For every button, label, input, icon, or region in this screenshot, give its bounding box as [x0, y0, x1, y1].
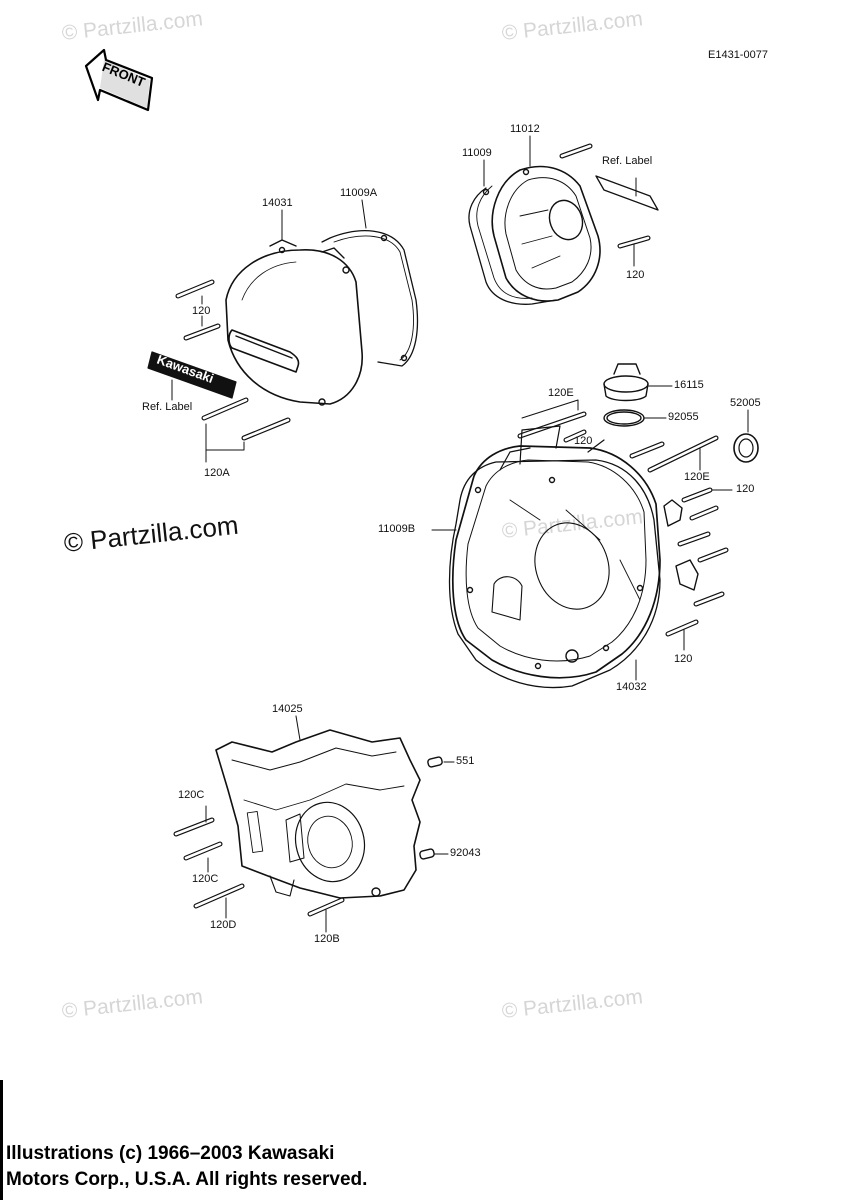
part-label-551: 551 [456, 755, 475, 767]
bolt [193, 883, 245, 909]
part-label-11012: 11012 [510, 123, 540, 135]
part-label-120C: 120C [178, 789, 205, 801]
bolt [693, 591, 725, 607]
gasket-11009 [468, 185, 557, 305]
oil-seal-52005 [733, 409, 759, 463]
part-label-92055: 92055 [668, 411, 699, 423]
kawasaki-emblem: Kawasaki [147, 351, 237, 399]
part-label-120E: 120E [684, 471, 710, 483]
sprocket-cover-14025 [215, 729, 421, 899]
bolt [563, 429, 587, 443]
bolt [517, 411, 587, 439]
bolt [307, 897, 345, 917]
part-label-120E: 120E [548, 387, 574, 399]
part-label-92043: 92043 [450, 847, 481, 859]
ref-label-left: Ref. Label [142, 401, 193, 413]
cover-14031 [225, 239, 363, 406]
copyright-line-2: Motors Corp., U.S.A. All rights reserved… [6, 1169, 368, 1190]
cover-11012 [491, 165, 601, 302]
bolt [677, 531, 711, 547]
gasket-11009B [448, 459, 661, 689]
part-label-11009: 11009 [462, 147, 492, 159]
gasket-11009A [321, 230, 419, 367]
part-label-11009B: 11009B [378, 523, 416, 535]
front-arrow-icon: FRONT [84, 48, 154, 112]
clamp [663, 499, 699, 591]
part-label-120C: 120C [192, 873, 219, 885]
bolt [665, 619, 699, 637]
part-label-120: 120 [192, 305, 211, 317]
bolt [689, 505, 719, 521]
part-label-120D: 120D [210, 919, 237, 931]
part-label-16115: 16115 [674, 379, 704, 391]
bolt [629, 441, 665, 459]
bolt [183, 841, 223, 861]
part-label-120: 120 [574, 435, 593, 447]
ref-label-top: Ref. Label [602, 155, 653, 167]
bolt [183, 323, 221, 341]
o-ring-92055 [603, 409, 667, 427]
part-label-14025: 14025 [272, 703, 303, 715]
bolt [617, 235, 651, 249]
part-label-120B: 120B [314, 933, 340, 945]
footer-rule [0, 1080, 3, 1200]
dowel-pin [427, 756, 443, 768]
part-label-120: 120 [626, 269, 645, 281]
part-label-14032: 14032 [616, 681, 647, 693]
bolt [681, 487, 713, 503]
part-label-120: 120 [736, 483, 755, 495]
bolt [173, 817, 215, 837]
dowel-pin [419, 848, 435, 860]
bolt [647, 435, 719, 473]
copyright-line-1: Illustrations (c) 1966–2003 Kawasaki [6, 1143, 335, 1164]
part-label-120: 120 [674, 653, 693, 665]
part-label-11009A: 11009A [340, 187, 378, 199]
part-label-120A: 120A [204, 467, 230, 479]
part-label-14031: 14031 [262, 197, 293, 209]
bolt [559, 143, 593, 159]
bolt [697, 547, 729, 563]
bolt [175, 279, 215, 299]
clutch-cover-14032 [451, 425, 661, 679]
oil-filler-cap-16115 [603, 363, 673, 402]
bolt [201, 397, 249, 421]
ref-label-card [595, 175, 659, 211]
part-label-52005: 52005 [730, 397, 761, 409]
bolt [241, 417, 291, 441]
diagram-code: E1431-0077 [708, 49, 768, 61]
